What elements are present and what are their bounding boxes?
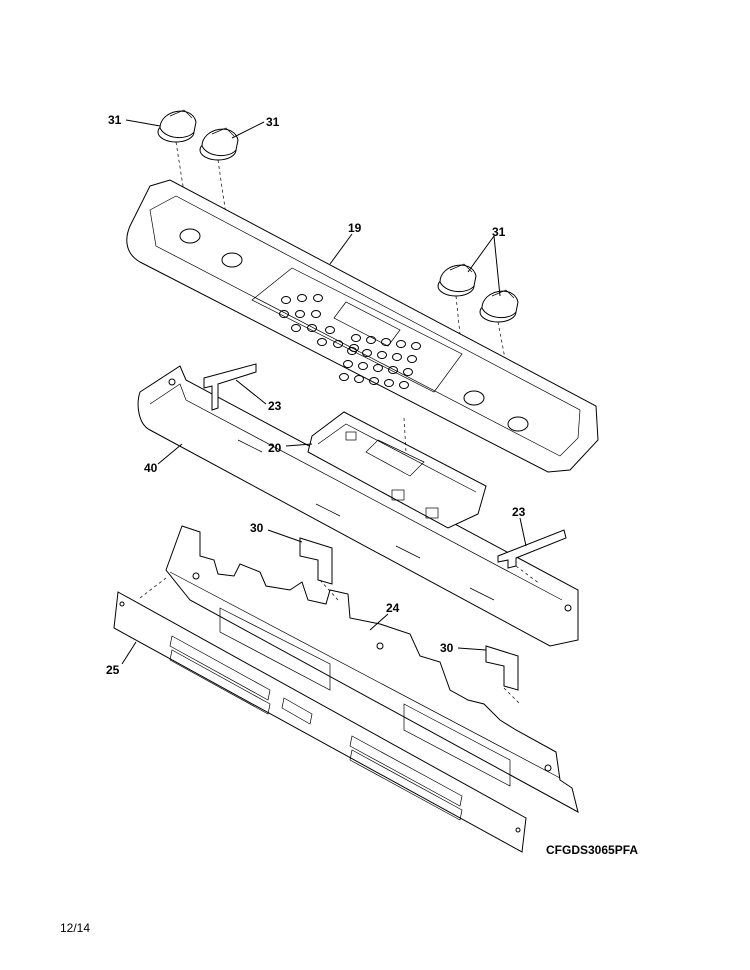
keypad-button: [392, 353, 402, 361]
keypad-button: [313, 294, 323, 302]
callout-knob-pair: 31: [492, 225, 506, 239]
keypad-button: [384, 379, 394, 387]
knob-left-1: [157, 109, 197, 143]
bracket-small-a: [299, 537, 333, 585]
callout-bracket-top: 23: [268, 399, 282, 413]
callout-control-board: 20: [268, 441, 282, 455]
bracket-small-b: [485, 645, 519, 691]
keypad-button: [362, 349, 372, 357]
callout-control-panel: 19: [348, 221, 362, 235]
keypad-button: [311, 310, 321, 318]
trim-panel: [113, 591, 527, 853]
callout-bracket-small-a: 30: [250, 521, 264, 535]
knob-right-2: [479, 289, 519, 323]
bracket-top: [203, 363, 257, 411]
keypad-button: [358, 362, 368, 370]
keypad-button: [388, 366, 398, 374]
keypad-button: [339, 373, 349, 381]
keypad-button: [295, 310, 305, 318]
keypad-button: [396, 340, 406, 348]
knob-left-2: [199, 127, 239, 161]
model-code: CFGDS3065PFA: [546, 843, 638, 857]
keypad-button: [399, 381, 409, 389]
callout-panel-housing: 40: [144, 461, 158, 475]
keypad-button: [291, 324, 301, 332]
backguard-frame: [165, 525, 579, 813]
callout-knob-b: 31: [266, 115, 280, 129]
keypad-button: [307, 324, 317, 332]
keypad-button: [347, 347, 357, 355]
keypad-buttons: [279, 294, 421, 389]
bracket-right: [497, 529, 567, 569]
callout-bracket-small-b: 30: [440, 641, 454, 655]
keypad-button: [333, 340, 343, 348]
callout-backguard-frame: 24: [386, 601, 400, 615]
keypad-button: [373, 364, 383, 372]
keypad-button: [381, 338, 391, 346]
keypad-button: [281, 296, 291, 304]
callout-trim-panel: 25: [106, 663, 120, 677]
keypad-button: [411, 342, 421, 350]
control-panel: [126, 179, 599, 473]
keypad-button: [279, 310, 289, 318]
keypad-button: [366, 336, 376, 344]
keypad-button: [407, 355, 417, 363]
callout-bracket-right: 23: [512, 505, 526, 519]
keypad-button: [369, 377, 379, 385]
page-number: 12/14: [60, 921, 90, 935]
keypad-button: [325, 326, 335, 334]
keypad-button: [377, 351, 387, 359]
callout-knob-a: 31: [108, 113, 122, 127]
keypad-button: [343, 360, 353, 368]
keypad-button: [351, 334, 361, 342]
keypad-button: [317, 338, 327, 346]
keypad-button: [354, 375, 364, 383]
knob-right-1: [437, 263, 477, 297]
control-board: [307, 411, 487, 529]
keypad-button: [403, 368, 413, 376]
keypad-button: [297, 294, 307, 302]
